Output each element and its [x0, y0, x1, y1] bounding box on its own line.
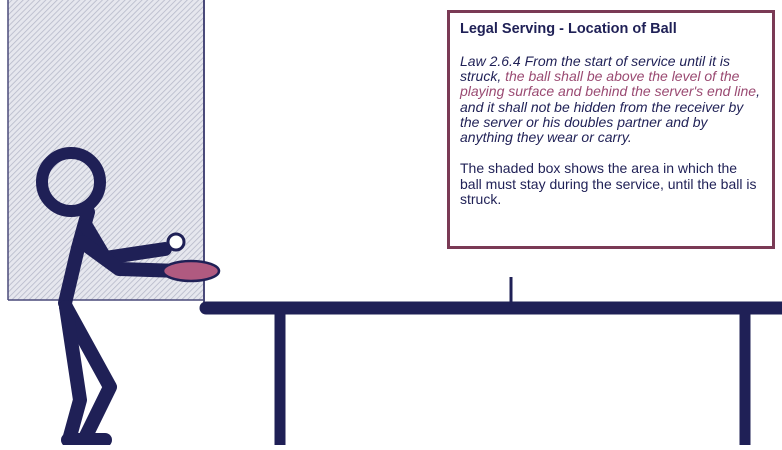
paddle-icon	[161, 259, 221, 283]
law-text-suffix: , and it shall not be hidden from the re…	[460, 83, 760, 146]
law-text: Law 2.6.4 From the start of service unti…	[460, 53, 762, 146]
table	[199, 277, 782, 445]
stick-figure-server	[36, 147, 187, 447]
law-text-prefix: Law 2.6.4 From the start of service unti…	[460, 53, 730, 85]
ball-icon	[166, 232, 186, 252]
info-box-title: Legal Serving - Location of Ball	[460, 21, 677, 37]
server-front-arm	[75, 235, 187, 278]
law-info-box: Legal Serving - Location of Ball Law 2.6…	[447, 10, 775, 249]
server-head	[36, 147, 106, 217]
server-back-leg	[59, 300, 117, 447]
law-text-highlight: the ball shall be above the level of the…	[460, 68, 757, 100]
server-front-leg	[59, 300, 87, 447]
shaded-box-note: The shaded box shows the area in which t…	[460, 160, 757, 208]
